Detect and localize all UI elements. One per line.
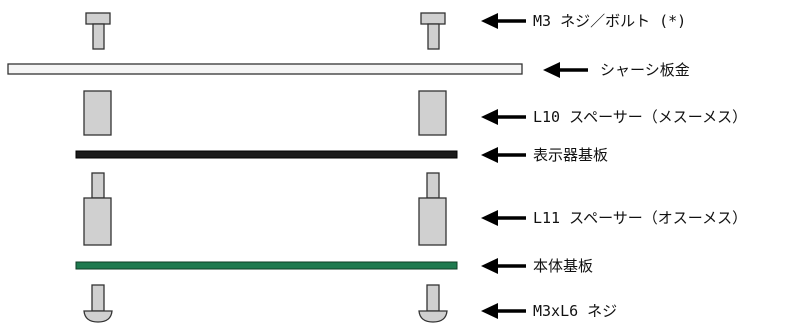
label-screw-bottom: M3xL6 ネジ [533,302,618,320]
l10-spacer-left [83,90,112,136]
arrow-left-icon [481,109,526,125]
chassis-plate [7,63,523,75]
label-screw-bolt: M3 ネジ／ボルト (*) [533,12,687,30]
arrow-left-icon [481,258,526,274]
arrow-left-icon [543,62,588,78]
l11-spacer-left [83,172,112,246]
arrow-left-icon [481,13,526,29]
l10-spacer-right [418,90,447,136]
label-spacer-l10: L10 スペーサー（メスーメス） [533,108,748,126]
l11-spacer-right [418,172,447,246]
arrow-left-icon [481,303,526,319]
bottom-screw-left [83,284,113,323]
top-screw-right [420,12,446,50]
main-board-plate [75,261,458,270]
arrow-left-icon [481,210,526,226]
bottom-screw-right [418,284,448,323]
label-spacer-l11: L11 スペーサー（オスーメス） [533,209,748,227]
label-main-board: 本体基板 [533,257,594,275]
label-chassis: シャーシ板金 [600,61,690,79]
display-board-plate [75,150,458,159]
label-display-board: 表示器基板 [533,146,609,164]
top-screw-left [85,12,111,50]
arrow-left-icon [481,147,526,163]
